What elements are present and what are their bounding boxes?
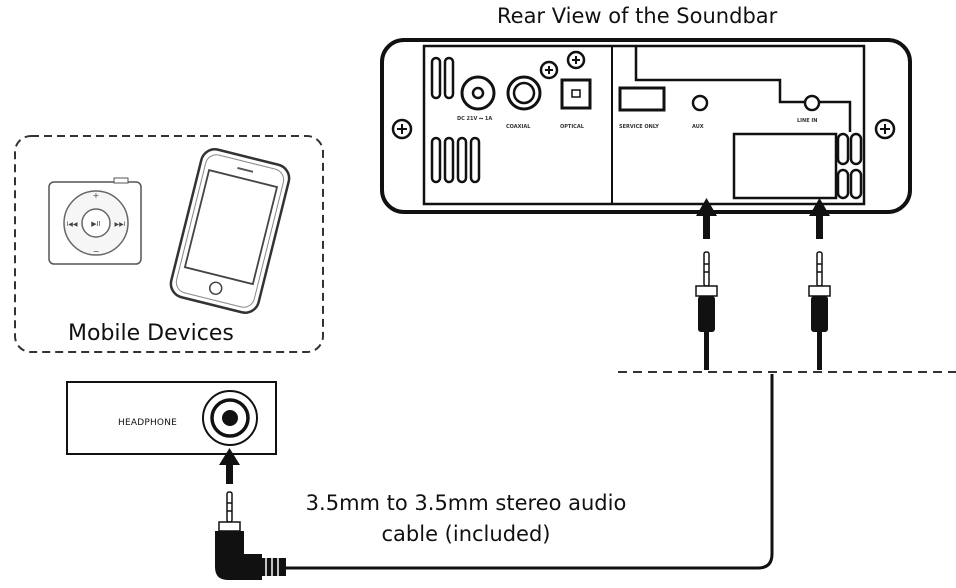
svg-text:−: − — [93, 247, 100, 256]
mobile-devices-group: ▶II + − I◀◀ ▶▶I — [14, 135, 324, 353]
screw-icon — [391, 118, 413, 140]
svg-text:▶▶I: ▶▶I — [115, 221, 126, 228]
screw-icon — [539, 60, 559, 80]
port-label-optical: OPTICAL — [560, 124, 584, 130]
arrow-up-icon — [809, 198, 830, 239]
audio-plug-icon — [695, 251, 718, 370]
audio-plug-icon — [808, 251, 831, 370]
headphone-label: HEADPHONE — [118, 418, 178, 428]
port-label-dc: DC 21V ⎓ 1A — [457, 116, 493, 122]
audio-plug-icon — [215, 491, 286, 580]
svg-text:▶II: ▶II — [91, 220, 101, 228]
mobile-devices-caption: Mobile Devices — [68, 321, 234, 346]
service-port — [618, 86, 666, 112]
screw-icon — [566, 50, 586, 70]
optical-jack — [560, 78, 592, 110]
headphone-panel — [66, 381, 277, 455]
aux-jack — [691, 94, 709, 112]
ipod-shuffle-icon: ▶II + − I◀◀ ▶▶I — [48, 177, 142, 265]
screw-icon — [874, 118, 896, 140]
soundbar-rear-panel — [380, 38, 912, 214]
coaxial-jack — [506, 75, 542, 111]
port-label-coaxial: COAXIAL — [506, 124, 531, 130]
port-label-line-in: LINE IN — [797, 118, 818, 124]
port-label-aux: AUX — [692, 124, 704, 130]
cable-caption: 3.5mm to 3.5mm stereo audio cable (inclu… — [286, 488, 646, 550]
arrow-up-icon — [696, 198, 717, 239]
line-in-jack — [803, 94, 821, 112]
arrow-up-icon — [219, 448, 240, 484]
svg-text:I◀◀: I◀◀ — [67, 221, 78, 228]
rear-view-title: Rear View of the Soundbar — [497, 4, 778, 28]
cable-caption-line2: cable (included) — [381, 522, 551, 546]
svg-text:+: + — [93, 191, 100, 200]
right-vents — [836, 132, 863, 200]
left-vents — [430, 56, 481, 184]
audio-cable — [286, 374, 774, 570]
dc-power-jack — [460, 75, 496, 111]
port-label-service: SERVICE ONLY — [619, 124, 659, 130]
smartphone-icon — [169, 148, 291, 314]
cable-caption-line1: 3.5mm to 3.5mm stereo audio — [305, 491, 627, 515]
headphone-jack-icon — [202, 390, 258, 446]
